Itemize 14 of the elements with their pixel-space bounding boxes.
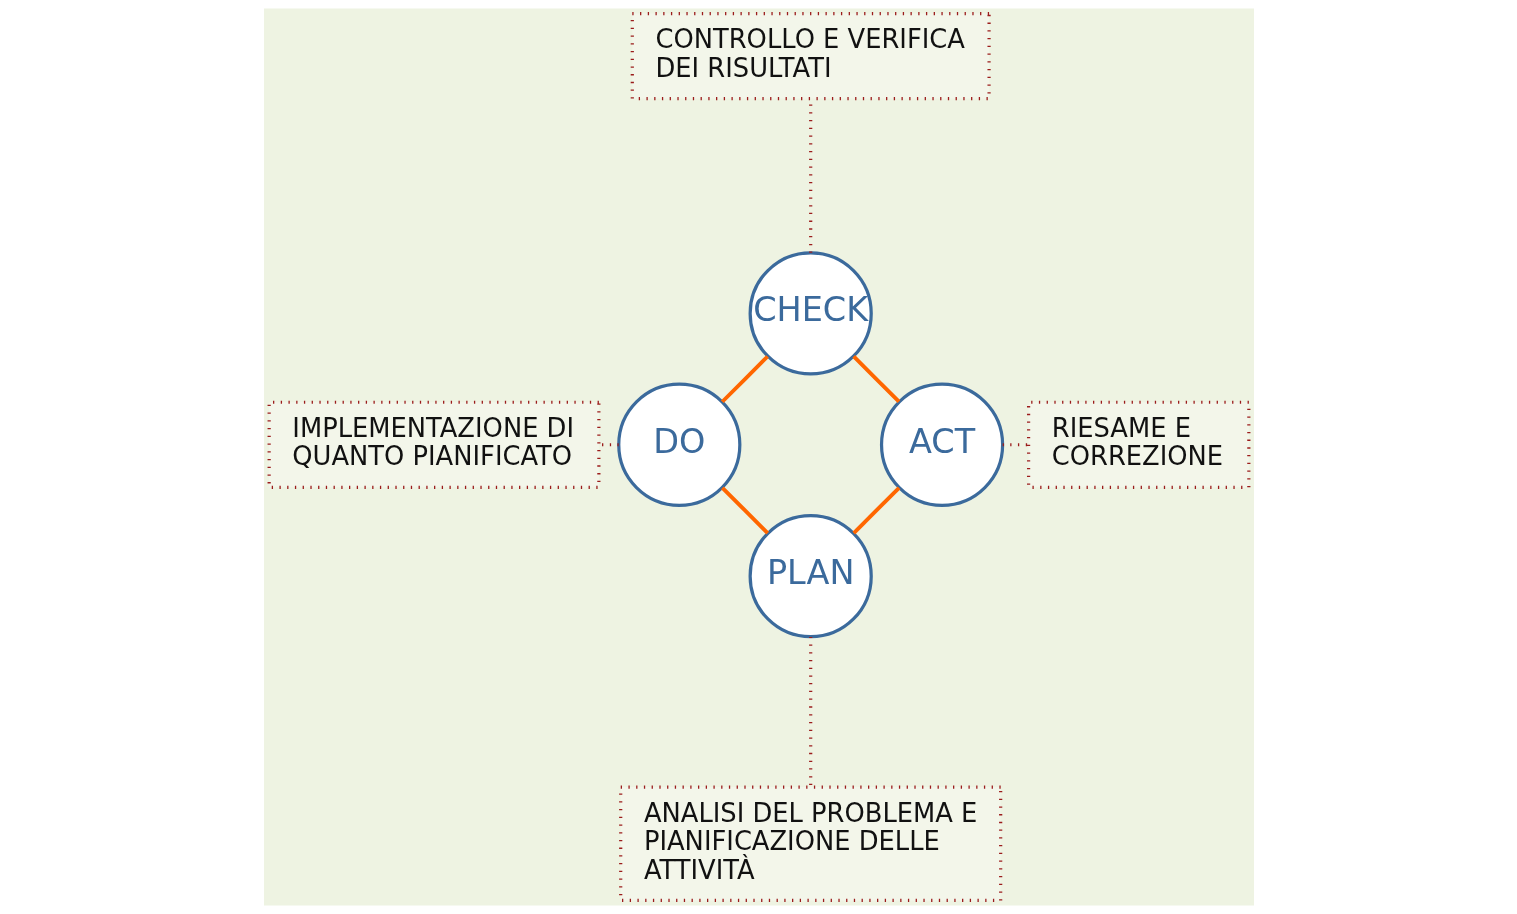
node-box: RIESAME E CORREZIONE (1026, 400, 1250, 489)
node-circle: DO (616, 382, 741, 507)
node-box: CONTROLLO E VERIFICA DEI RISULTATI (630, 11, 991, 101)
connector (720, 355, 769, 404)
node-box: IMPLEMENTAZIONE DI QUANTO PIANIFICATO (267, 400, 600, 489)
connector (1002, 443, 1028, 447)
connector (851, 486, 900, 535)
connector (720, 486, 769, 535)
node-circle: CHECK (748, 251, 873, 376)
node-box: ANALISI DEL PROBLEMA E PIANIFICAZIONE DELLE ATTIVITÀ (618, 785, 1002, 903)
connector (851, 355, 900, 404)
node-circle: ACT (879, 382, 1004, 507)
node-circle: PLAN (748, 514, 873, 639)
connector (808, 636, 812, 787)
